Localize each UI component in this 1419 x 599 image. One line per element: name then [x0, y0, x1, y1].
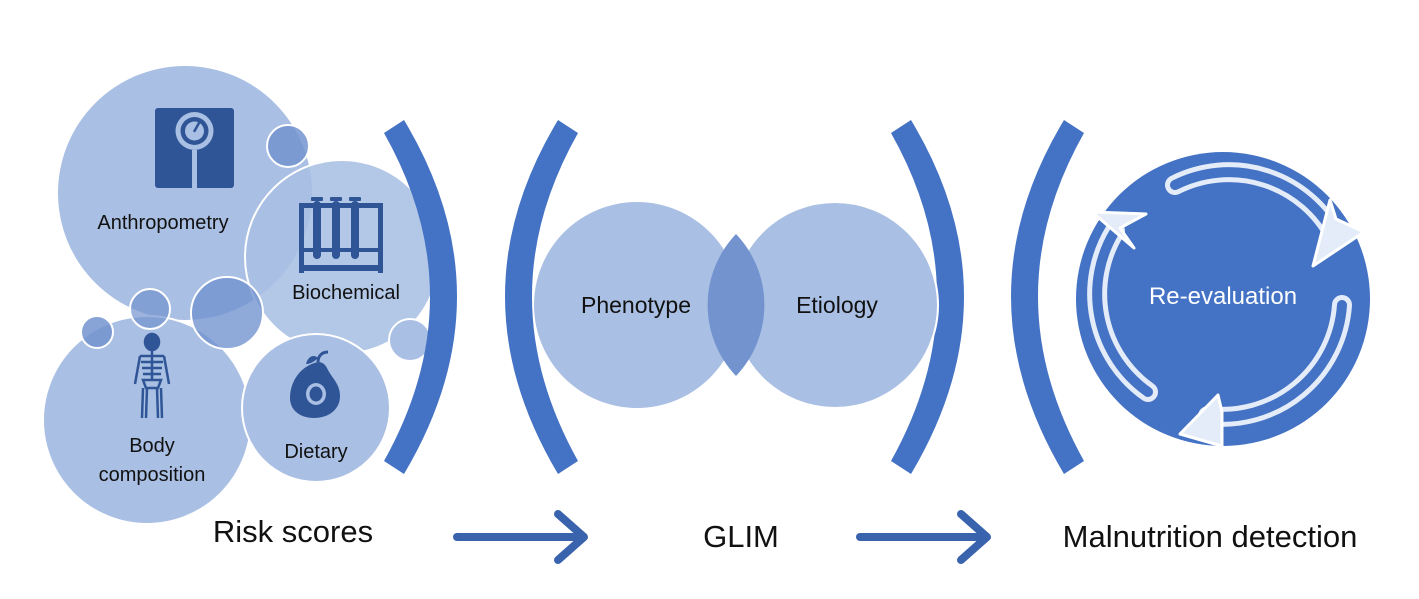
risk-scores-cluster: Anthropometry Biochemical Body compositi… — [42, 66, 440, 525]
venn-overlap — [707, 234, 765, 376]
test-tubes-icon — [299, 197, 383, 273]
open-paren-2 — [1011, 120, 1084, 474]
small-bubble — [266, 124, 310, 168]
anthropometry-label: Anthropometry — [97, 212, 228, 234]
body-label: Body — [129, 435, 175, 457]
risk-scores-label: Risk scores — [213, 514, 373, 549]
reevaluation-circle — [1076, 152, 1370, 446]
small-bubble — [129, 288, 171, 330]
reevaluation-cycle: Re-evaluation — [1076, 152, 1370, 448]
open-paren-1 — [505, 120, 578, 474]
scale-icon — [155, 108, 234, 188]
composition-label: composition — [99, 464, 206, 486]
glim-venn: Phenotype Etiology — [534, 201, 939, 409]
biochemical-label: Biochemical — [292, 282, 400, 304]
glim-label: GLIM — [703, 519, 779, 554]
small-bubble — [80, 315, 114, 349]
dietary-label: Dietary — [284, 441, 347, 463]
small-bubble — [190, 276, 264, 350]
phenotype-label: Phenotype — [581, 292, 691, 318]
flow-arrow — [856, 510, 991, 564]
close-paren-2 — [891, 120, 964, 474]
parentheses — [384, 120, 1084, 474]
flow-arrow — [453, 510, 588, 564]
close-paren-1 — [384, 120, 457, 474]
reevaluation-label: Re-evaluation — [1149, 283, 1297, 310]
phenotype-circle — [534, 202, 740, 408]
malnutrition-detection-label: Malnutrition detection — [1063, 519, 1358, 554]
etiology-label: Etiology — [796, 292, 878, 318]
skeleton-icon — [133, 332, 171, 419]
stage-flow: Risk scores GLIM Malnutrition detection — [213, 510, 1358, 564]
avocado-icon — [290, 350, 340, 418]
